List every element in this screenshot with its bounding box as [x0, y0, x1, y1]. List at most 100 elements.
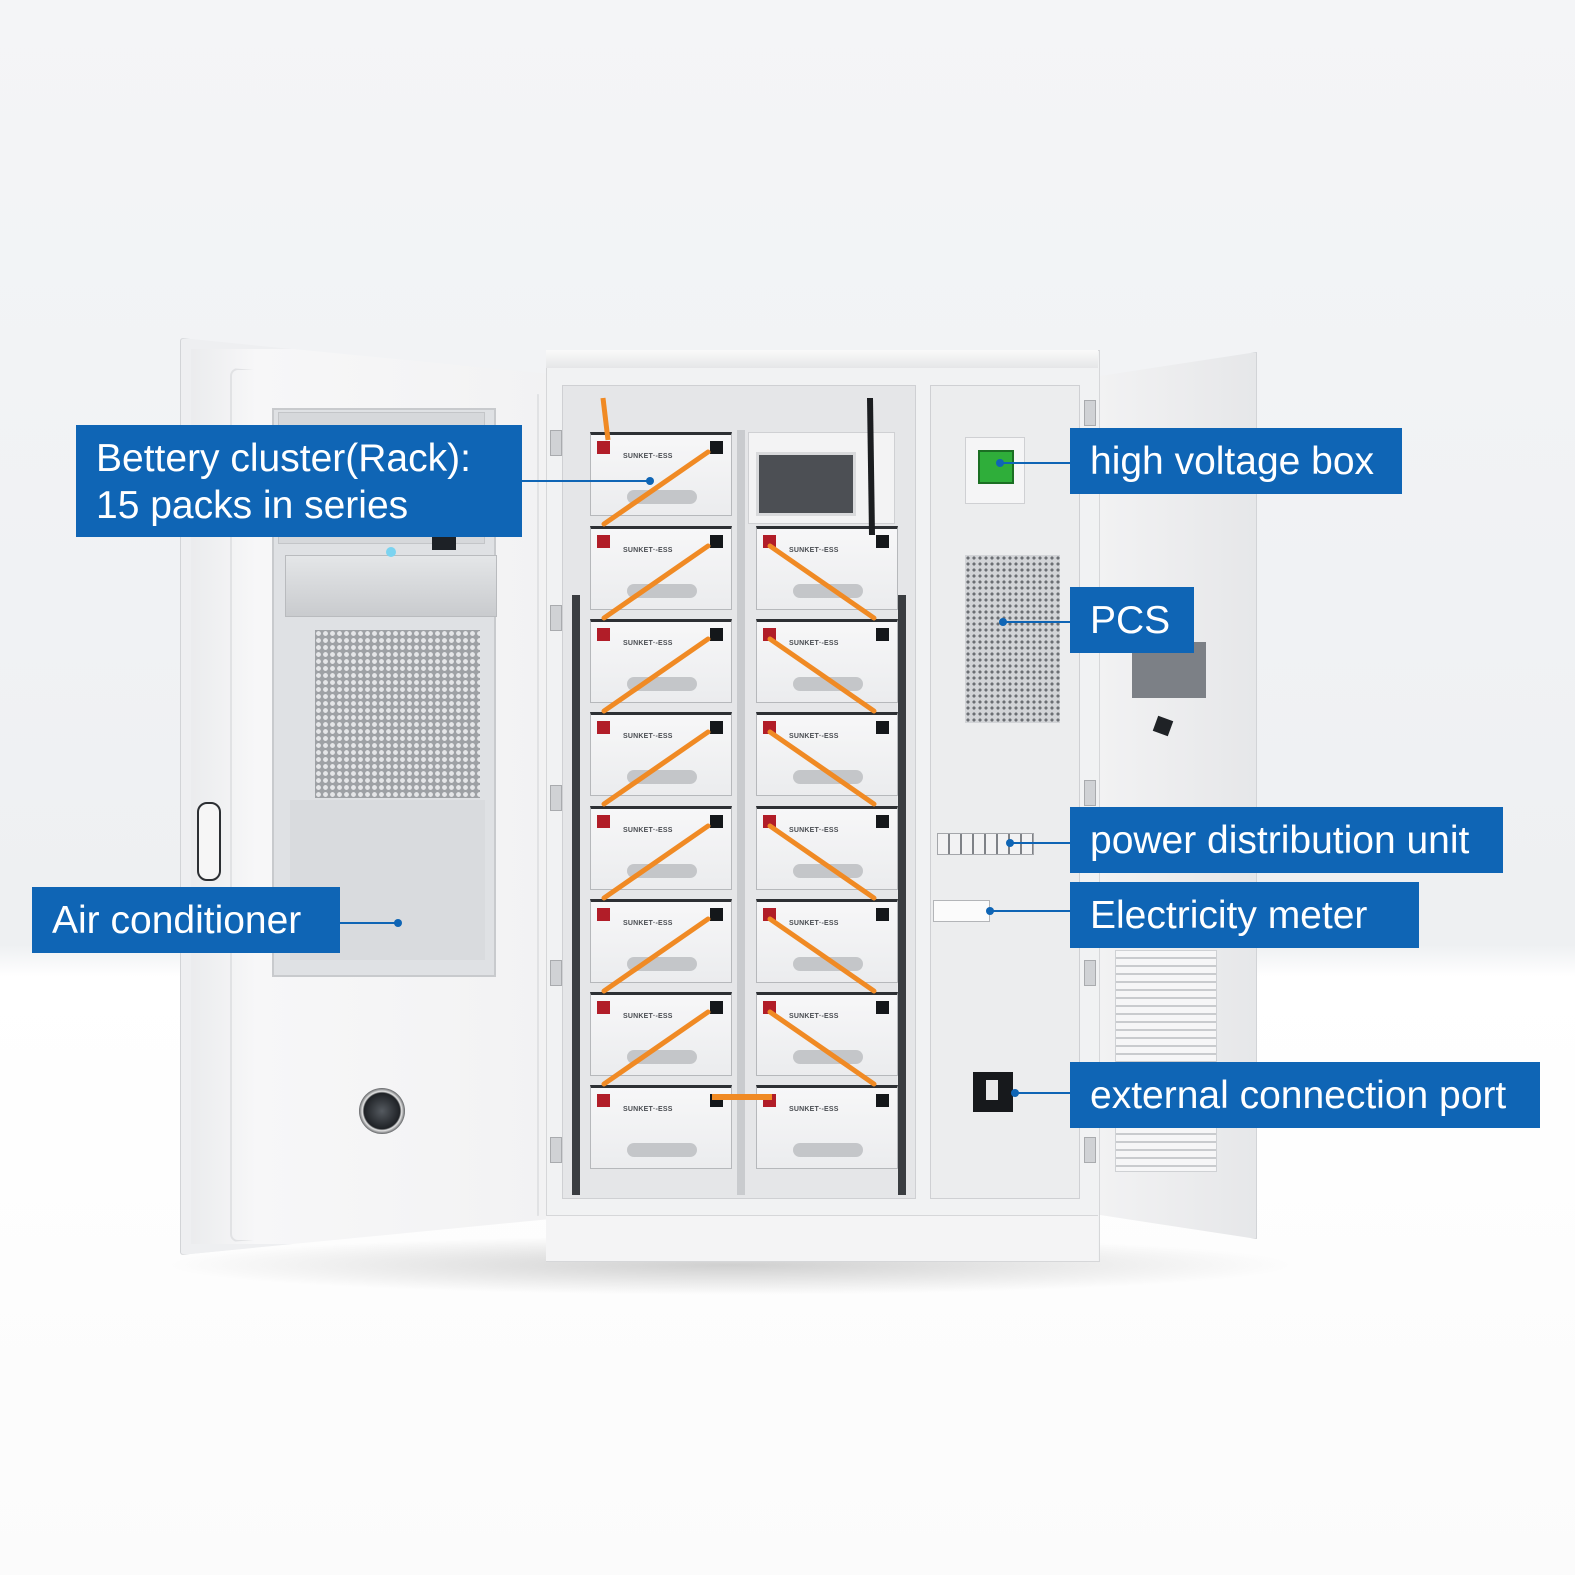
positive-terminal: [597, 908, 610, 921]
battery-pack-brand: SUNKET·-ESS: [623, 547, 673, 554]
negative-terminal: [876, 815, 889, 828]
hinge: [1084, 960, 1096, 986]
battery-pack: SUNKET·-ESS: [756, 619, 898, 703]
battery-pack-brand: SUNKET·-ESS: [789, 827, 839, 834]
battery-pack-handle: [627, 677, 697, 691]
hinge: [550, 785, 562, 811]
battery-pack: SUNKET·-ESS: [590, 899, 732, 983]
battery-pack-brand: SUNKET·-ESS: [623, 733, 673, 740]
leader-line: [990, 910, 1070, 912]
air-conditioner-hood: [285, 555, 497, 617]
negative-terminal: [710, 441, 723, 454]
positive-terminal: [763, 721, 776, 734]
battery-pack-brand: SUNKET·-ESS: [789, 733, 839, 740]
hinge: [1084, 780, 1096, 806]
battery-pack: SUNKET·-ESS: [756, 899, 898, 983]
negative-terminal: [876, 628, 889, 641]
battery-pack-brand: SUNKET·-ESS: [623, 1106, 673, 1113]
battery-pack-brand: SUNKET·-ESS: [789, 1106, 839, 1113]
cabinet-base: [546, 1215, 1098, 1261]
battery-pack: SUNKET·-ESS: [590, 619, 732, 703]
battery-pack: SUNKET·-ESS: [590, 526, 732, 610]
hinge: [1084, 400, 1096, 426]
battery-pack-brand: SUNKET·-ESS: [623, 453, 673, 460]
negative-terminal: [710, 535, 723, 548]
cabinet-top: [546, 350, 1098, 368]
rack-rail: [737, 430, 745, 1195]
positive-terminal: [597, 815, 610, 828]
battery-pack-brand: SUNKET·-ESS: [789, 920, 839, 927]
battery-pack-handle: [793, 864, 863, 878]
leader-line: [1000, 462, 1070, 464]
positive-terminal: [597, 721, 610, 734]
positive-terminal: [763, 1001, 776, 1014]
pcs-label: PCS: [1070, 587, 1194, 653]
external-connection-port-label: external connection port: [1070, 1062, 1540, 1128]
electricity-meter-body: [933, 900, 990, 922]
battery-pack: SUNKET·-ESS: [756, 992, 898, 1076]
battery-pack-brand: SUNKET·-ESS: [789, 547, 839, 554]
leader-line: [340, 922, 398, 924]
battery-pack-handle: [793, 584, 863, 598]
battery-pack-handle: [627, 1143, 697, 1157]
battery-cluster-label-line1: Bettery cluster(Rack):: [96, 437, 471, 480]
battery-pack-brand: SUNKET·-ESS: [623, 1013, 673, 1020]
negative-terminal: [710, 628, 723, 641]
positive-terminal: [597, 628, 610, 641]
hinge: [550, 1137, 562, 1163]
negative-terminal: [710, 721, 723, 734]
battery-pack-handle: [627, 1050, 697, 1064]
battery-pack: SUNKET·-ESS: [756, 526, 898, 610]
negative-terminal: [876, 535, 889, 548]
positive-terminal: [763, 535, 776, 548]
battery-pack-handle: [793, 677, 863, 691]
battery-pack: SUNKET·-ESS: [756, 1085, 898, 1169]
battery-pack: SUNKET·-ESS: [590, 432, 732, 516]
leader-line: [1015, 1092, 1070, 1094]
leader-dot: [996, 459, 1004, 467]
battery-pack-handle: [627, 584, 697, 598]
battery-pack: SUNKET·-ESS: [590, 806, 732, 890]
negative-terminal: [876, 1001, 889, 1014]
status-led-icon: [386, 547, 396, 557]
rack-rail: [898, 595, 906, 1195]
high-voltage-box-label: high voltage box: [1070, 428, 1402, 494]
power-distribution-unit-label: power distribution unit: [1070, 807, 1503, 873]
battery-pack: SUNKET·-ESS: [590, 1085, 732, 1169]
battery-cluster-label: Bettery cluster(Rack): 15 packs in serie…: [76, 425, 522, 537]
positive-terminal: [763, 908, 776, 921]
battery-pack-handle: [793, 1050, 863, 1064]
negative-terminal: [710, 1094, 723, 1107]
pcs-grille: [965, 555, 1060, 723]
leader-dot: [1006, 839, 1014, 847]
battery-pack: SUNKET·-ESS: [590, 712, 732, 796]
negative-terminal: [876, 1094, 889, 1107]
positive-terminal: [763, 815, 776, 828]
fan-icon: [359, 1088, 405, 1134]
positive-terminal: [763, 628, 776, 641]
battery-pack-handle: [793, 957, 863, 971]
bms-display: [756, 452, 856, 516]
door-lock-handle-icon: [197, 802, 221, 881]
air-conditioner-label: Air conditioner: [32, 887, 340, 953]
battery-pack-brand: SUNKET·-ESS: [789, 1013, 839, 1020]
hinge: [1084, 1137, 1096, 1163]
positive-terminal: [763, 1094, 776, 1107]
battery-pack-handle: [627, 770, 697, 784]
positive-terminal: [597, 441, 610, 454]
external-port-switch: [986, 1080, 998, 1100]
leader-line: [522, 480, 650, 482]
leader-dot: [986, 907, 994, 915]
battery-pack-handle: [793, 770, 863, 784]
battery-pack-brand: SUNKET·-ESS: [789, 640, 839, 647]
leader-line: [1010, 842, 1070, 844]
positive-terminal: [597, 1094, 610, 1107]
leader-line: [1003, 621, 1070, 623]
positive-terminal: [597, 535, 610, 548]
battery-pack-handle: [627, 957, 697, 971]
air-conditioner-switch: [432, 536, 456, 550]
battery-pack-handle: [793, 1143, 863, 1157]
air-conditioner-grille: [315, 630, 480, 798]
battery-pack: SUNKET·-ESS: [756, 806, 898, 890]
